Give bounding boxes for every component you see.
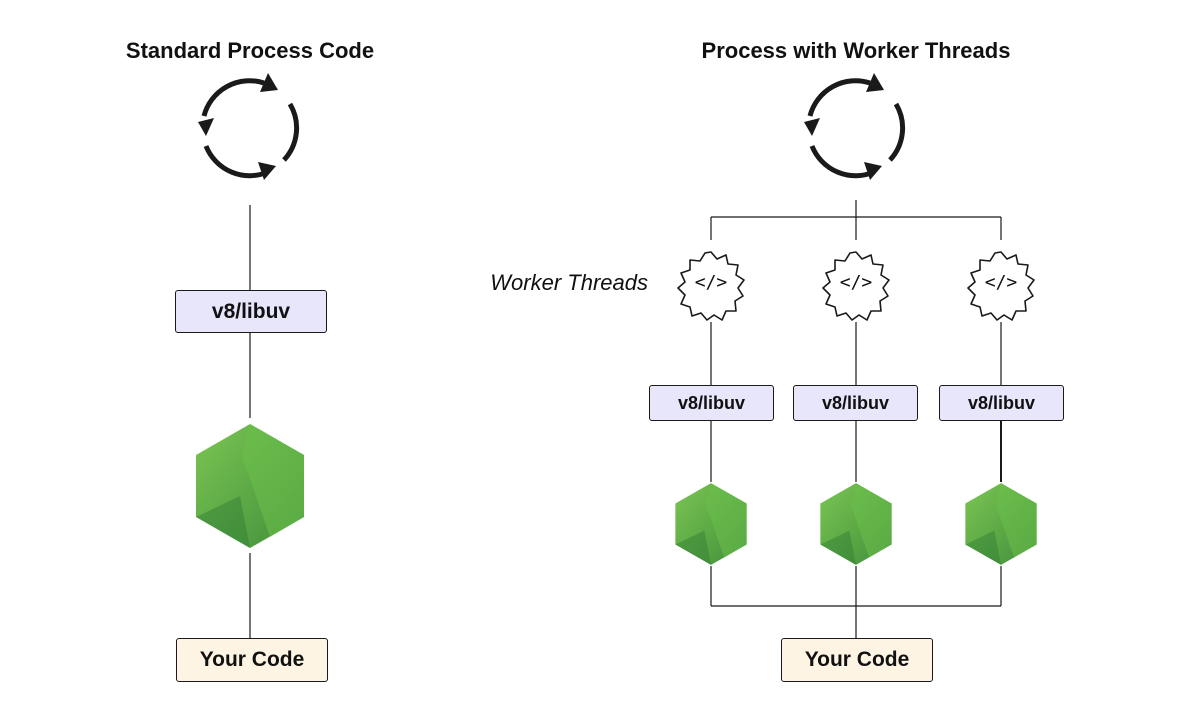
node-logo-icon <box>820 483 892 565</box>
v8-libuv-box: v8/libuv <box>175 290 327 333</box>
your-code-box: Your Code <box>781 638 933 682</box>
event-loop-icon <box>804 73 906 180</box>
code-glyph-icon: </> <box>839 272 873 293</box>
v8-libuv-box: v8/libuv <box>649 385 774 421</box>
v8-libuv-label: v8/libuv <box>821 392 890 413</box>
your-code-label: Your Code <box>804 648 910 671</box>
v8-libuv-box: v8/libuv <box>793 385 918 421</box>
node-logo-icon <box>196 424 304 548</box>
code-glyph-icon: </> <box>694 272 728 293</box>
worker-threads-caption: Worker Threads <box>490 270 648 295</box>
event-loop-icon <box>198 73 300 180</box>
node-logo-icon <box>675 483 747 565</box>
standard-process-title: Standard Process Code <box>125 38 375 63</box>
code-glyph-icon: </> <box>984 272 1018 293</box>
your-code-label: Your Code <box>199 648 305 671</box>
v8-libuv-label: v8/libuv <box>677 392 746 413</box>
your-code-box: Your Code <box>176 638 328 682</box>
worker-process-title: Process with Worker Threads <box>701 38 1011 63</box>
v8-libuv-label: v8/libuv <box>967 392 1036 413</box>
v8-libuv-label: v8/libuv <box>211 299 291 323</box>
v8-libuv-box: v8/libuv <box>939 385 1064 421</box>
node-logo-icon <box>965 483 1037 565</box>
